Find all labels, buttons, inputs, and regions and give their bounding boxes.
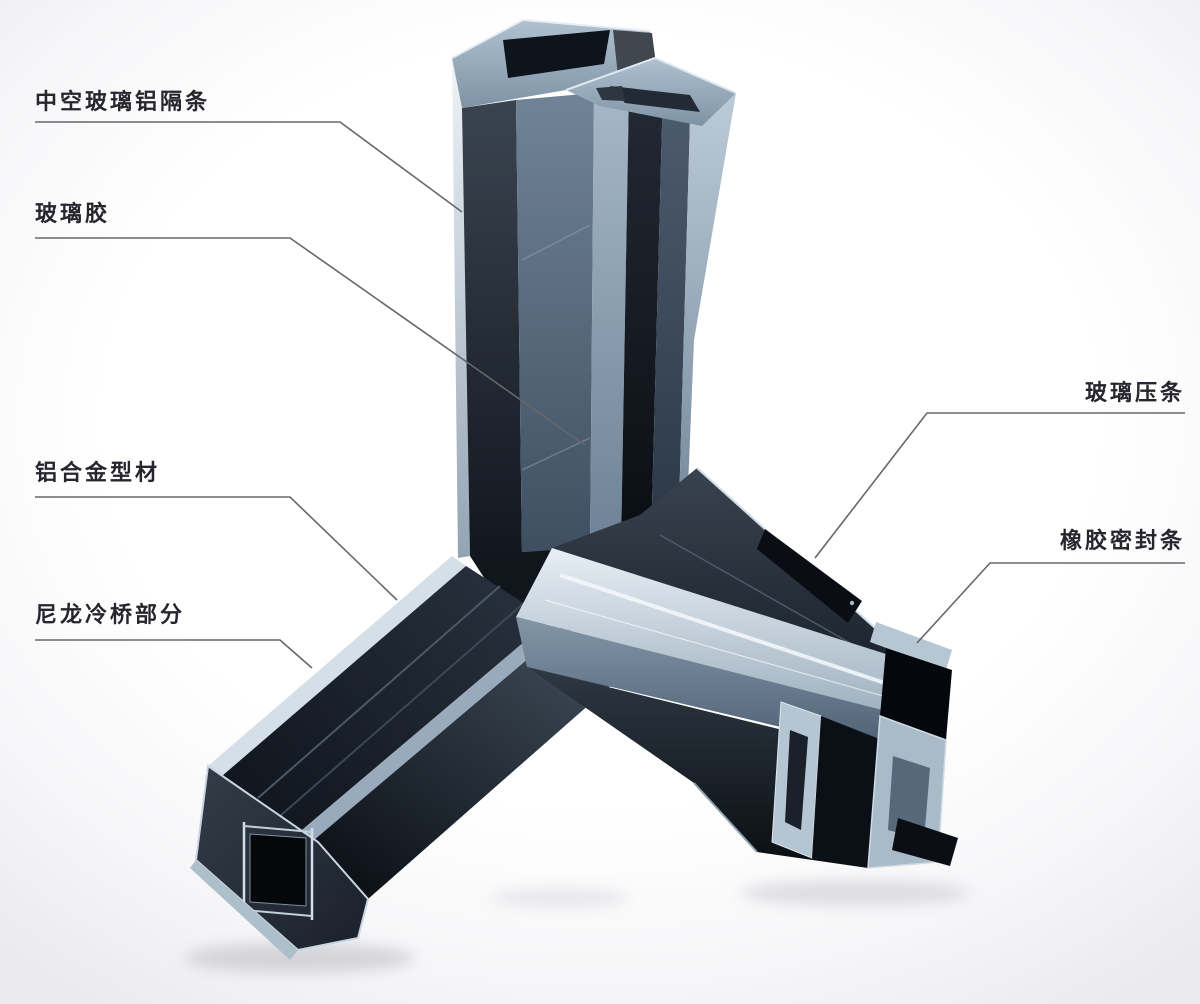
leader-line-aluminum-profile	[35, 496, 398, 601]
label-insulating-glass-spacer: 中空玻璃铝隔条	[35, 90, 211, 115]
mullion-right-bright-edge	[678, 85, 736, 541]
nylon-thermal-break-part	[249, 833, 307, 907]
label-glass-sealant: 玻璃胶	[35, 202, 111, 227]
left-arm-side-face	[314, 630, 616, 899]
label-glazing-bead: 玻璃压条	[1084, 381, 1185, 406]
mullion-sealant-strip	[621, 87, 663, 547]
vertical-mullion	[451, 18, 737, 558]
leader-line-nylon-thermal-break	[35, 639, 313, 669]
label-aluminum-profile: 铝合金型材	[35, 461, 161, 486]
right-arm	[516, 467, 958, 869]
glazing-bead-top-face	[516, 548, 926, 721]
right-arm-end-cross-section	[771, 622, 958, 869]
leader-line-insulating-glass-spacer	[35, 121, 463, 213]
left-arm-glazing-channel	[222, 566, 550, 830]
leader-line-glass-sealant	[35, 237, 586, 446]
left-arm-ridge	[302, 620, 562, 840]
rubber-seal-part	[880, 648, 952, 740]
ground-shadows	[185, 880, 970, 973]
mullion-glass-edge-band	[462, 100, 522, 556]
mullion-left-bright-edge	[452, 56, 470, 558]
left-arm	[190, 556, 616, 960]
mullion-light-band	[590, 90, 629, 549]
mullion-top-cut-face	[451, 18, 737, 126]
leader-lines	[35, 121, 1185, 669]
label-nylon-thermal-break: 尼龙冷桥部分	[35, 603, 186, 628]
leader-line-rubber-seal	[916, 562, 1185, 644]
glazing-bead-clip-part	[757, 529, 862, 623]
leader-line-glazing-bead	[814, 412, 1185, 559]
mullion-right-face	[651, 85, 691, 544]
mullion-face-band	[516, 93, 594, 554]
left-arm-top-bright-edge	[208, 556, 466, 776]
left-arm-bottom-flange	[190, 860, 298, 960]
label-rubber-seal: 橡胶密封条	[1059, 529, 1185, 554]
